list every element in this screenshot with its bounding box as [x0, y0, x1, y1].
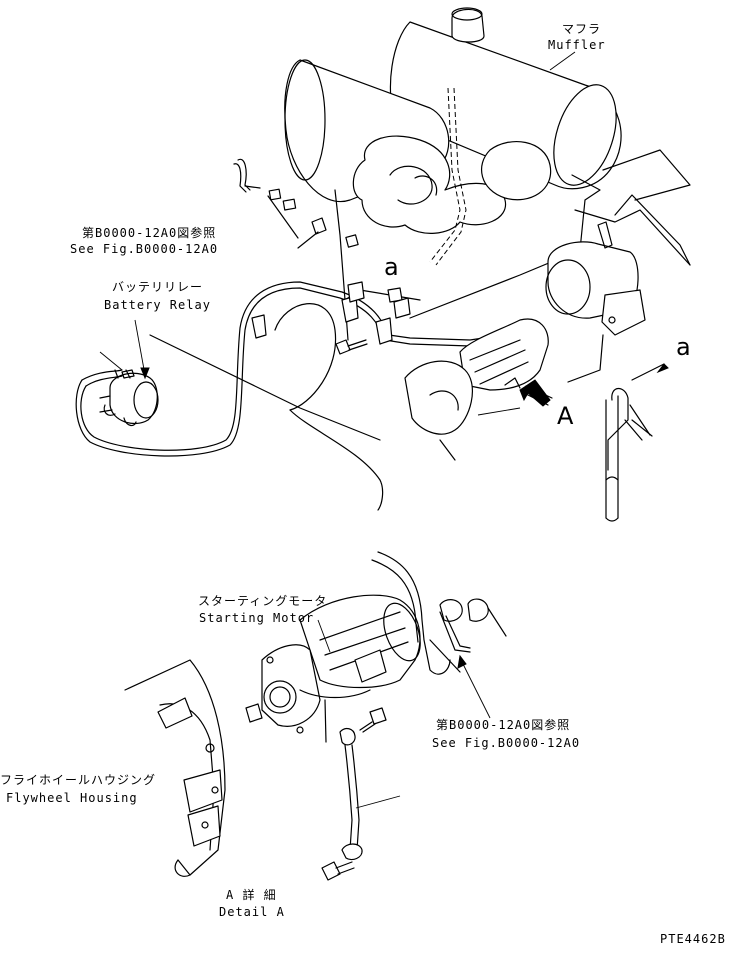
battery-relay-label-jp: バッテリリレー	[112, 280, 204, 294]
view-arrow-A	[519, 379, 553, 407]
muffler-label-en: Muffler	[548, 38, 606, 52]
detail-A-flywheel-housing	[124, 659, 226, 877]
alternator	[545, 221, 646, 383]
flywheel-housing-label-jp: フライホイールハウジング	[0, 773, 157, 787]
muffler	[389, 7, 622, 190]
battery-relay-label-en: Battery Relay	[104, 298, 211, 312]
clamps	[251, 281, 411, 345]
detail-a-label-en: Detail A	[219, 905, 285, 919]
hose-a	[605, 363, 669, 522]
reference-1-label-jp: 第B0000-12A0図参照	[82, 226, 217, 240]
flywheel-housing-label-en: Flywheel Housing	[6, 791, 138, 805]
exhaust-manifold	[352, 87, 552, 266]
marker-a-engine: a	[384, 253, 399, 281]
muffler-label-jp: マフラ	[562, 22, 602, 36]
detail-a-label-jp: A 詳 細	[226, 888, 277, 902]
marker-a-hose: a	[676, 333, 691, 361]
battery-relay	[99, 369, 159, 427]
leader-lines-upper	[99, 51, 576, 416]
view-marker-A: A	[557, 402, 574, 430]
wire-terminals	[233, 158, 327, 249]
detail-A-cable	[371, 551, 507, 675]
reference-2-label-jp: 第B0000-12A0図参照	[436, 718, 571, 732]
detail-A-starting-motor	[245, 594, 421, 734]
reference-1-label-en: See Fig.B0000-12A0	[70, 242, 219, 256]
bolt-1	[335, 339, 368, 355]
starting-motor-label-en: Starting Motor	[199, 611, 315, 625]
detail-A-ground-cable	[321, 699, 401, 881]
reference-2-label-en: See Fig.B0000-12A0	[432, 736, 581, 750]
flywheel-housing-top	[149, 303, 384, 511]
starting-motor-top	[404, 318, 549, 461]
drawing-number: PTE4462B	[660, 932, 726, 946]
starting-motor-label-jp: スターティングモータ	[198, 594, 328, 608]
leader-lines-lower	[317, 619, 491, 719]
